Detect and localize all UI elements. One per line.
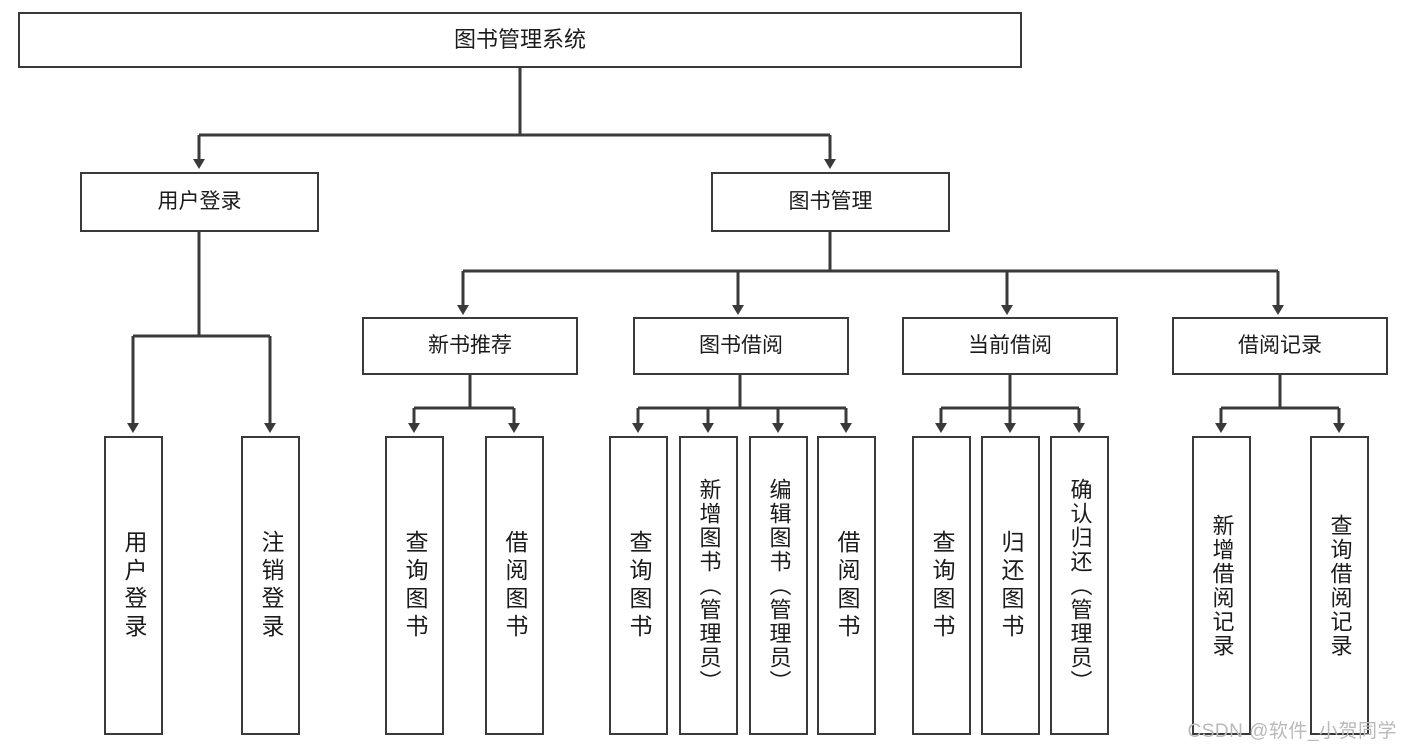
node-label: 确认归还（管理员） xyxy=(1067,477,1093,694)
node-label: 新增图书（管理员） xyxy=(696,477,722,694)
node-label: 借阅图书 xyxy=(502,529,528,642)
leaf-return-book[interactable]: 归还图书 xyxy=(981,436,1040,735)
node-user-login[interactable]: 用户登录 xyxy=(80,172,319,232)
node-label: 查询图书 xyxy=(929,529,955,642)
node-label: 图书管理系统 xyxy=(453,27,586,53)
node-label: 查询图书 xyxy=(402,529,428,642)
leaf-confirm-return[interactable]: 确认归还（管理员） xyxy=(1050,436,1109,735)
node-borrow-record[interactable]: 借阅记录 xyxy=(1172,317,1388,375)
node-current-borrow[interactable]: 当前借阅 xyxy=(902,317,1118,375)
node-label: 图书借阅 xyxy=(699,333,783,357)
node-label: 编辑图书（管理员） xyxy=(766,477,792,694)
node-root-system[interactable]: 图书管理系统 xyxy=(18,12,1022,68)
node-label: 图书管理 xyxy=(788,189,873,213)
node-book-manage[interactable]: 图书管理 xyxy=(711,172,950,232)
leaf-edit-book[interactable]: 编辑图书（管理员） xyxy=(749,436,808,735)
leaf-add-borrow-record[interactable]: 新增借阅记录 xyxy=(1192,436,1251,735)
leaf-user-login[interactable]: 用户登录 xyxy=(104,436,163,735)
node-label: 当前借阅 xyxy=(968,333,1052,357)
node-label: 归还图书 xyxy=(998,529,1024,642)
node-label: 新书推荐 xyxy=(428,333,512,357)
watermark-text: CSDN @软件_小贺同学 xyxy=(1187,721,1397,742)
leaf-query-book-2[interactable]: 查询图书 xyxy=(609,436,668,735)
node-label: 借阅图书 xyxy=(834,529,860,642)
node-label: 用户登录 xyxy=(157,189,242,213)
leaf-query-book-3[interactable]: 查询图书 xyxy=(912,436,971,735)
leaf-query-book-1[interactable]: 查询图书 xyxy=(385,436,444,735)
node-new-book-recommend[interactable]: 新书推荐 xyxy=(362,317,578,375)
leaf-add-book[interactable]: 新增图书（管理员） xyxy=(679,436,738,735)
leaf-logout[interactable]: 注销登录 xyxy=(241,436,300,735)
node-label: 借阅记录 xyxy=(1238,333,1322,357)
leaf-borrow-book-1[interactable]: 借阅图书 xyxy=(485,436,544,735)
node-label: 新增借阅记录 xyxy=(1209,513,1235,658)
node-label: 查询借阅记录 xyxy=(1327,513,1353,658)
node-label: 查询图书 xyxy=(626,529,652,642)
node-book-borrow[interactable]: 图书借阅 xyxy=(633,317,849,375)
node-label: 用户登录 xyxy=(121,529,147,642)
leaf-query-borrow-record[interactable]: 查询借阅记录 xyxy=(1310,436,1369,735)
node-label: 注销登录 xyxy=(258,529,284,642)
leaf-borrow-book-2[interactable]: 借阅图书 xyxy=(817,436,876,735)
